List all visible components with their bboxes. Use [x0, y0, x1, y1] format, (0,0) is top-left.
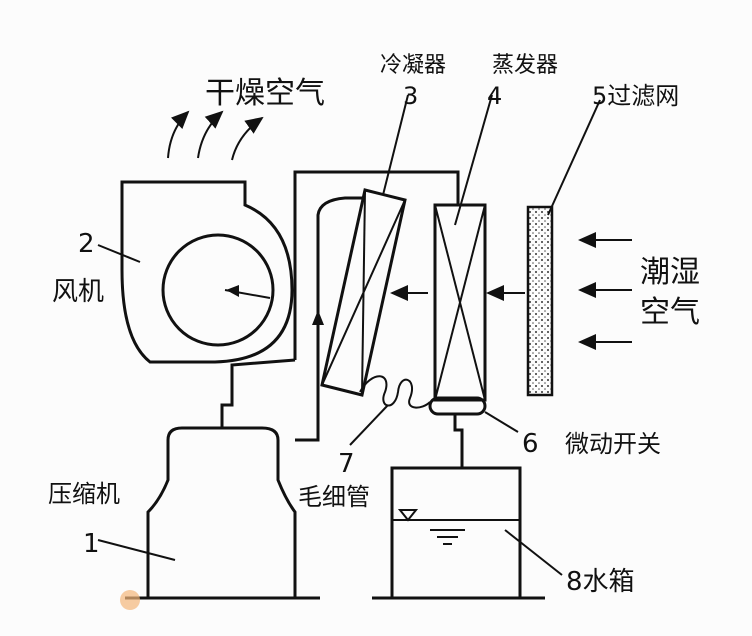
label-humid-1: 潮湿 — [640, 255, 700, 290]
label-num4: 4 — [487, 82, 502, 110]
label-evaporator: 蒸发器 — [492, 53, 558, 78]
airflow-arrows — [390, 232, 632, 350]
capillary-tube — [349, 375, 431, 446]
label-tank: 8水箱 — [566, 567, 635, 597]
label-humid-2: 空气 — [640, 295, 700, 330]
label-fan: 风机 — [52, 277, 104, 307]
label-num2: 2 — [78, 229, 95, 259]
label-num3: 3 — [403, 82, 418, 110]
compressor — [97, 426, 320, 610]
condenser — [320, 94, 409, 397]
label-num1: 1 — [83, 529, 100, 559]
refrigerant-pipes — [220, 170, 460, 442]
label-condenser: 冷凝器 — [380, 53, 446, 78]
label-compressor: 压缩机 — [48, 480, 120, 508]
label-num7: 7 — [338, 449, 355, 479]
label-capillary: 毛细管 — [298, 483, 370, 511]
filter — [526, 99, 601, 397]
label-filter: 5过滤网 — [592, 82, 679, 110]
fan — [120, 180, 294, 364]
label-dry-air: 干燥空气 — [205, 76, 325, 111]
evaporator — [433, 94, 493, 402]
dry-air-arrows — [167, 110, 264, 161]
label-microswitch: 微动开关 — [565, 430, 661, 458]
water-tank — [372, 466, 563, 600]
label-num6: 6 — [522, 429, 539, 459]
microswitch — [428, 396, 519, 468]
